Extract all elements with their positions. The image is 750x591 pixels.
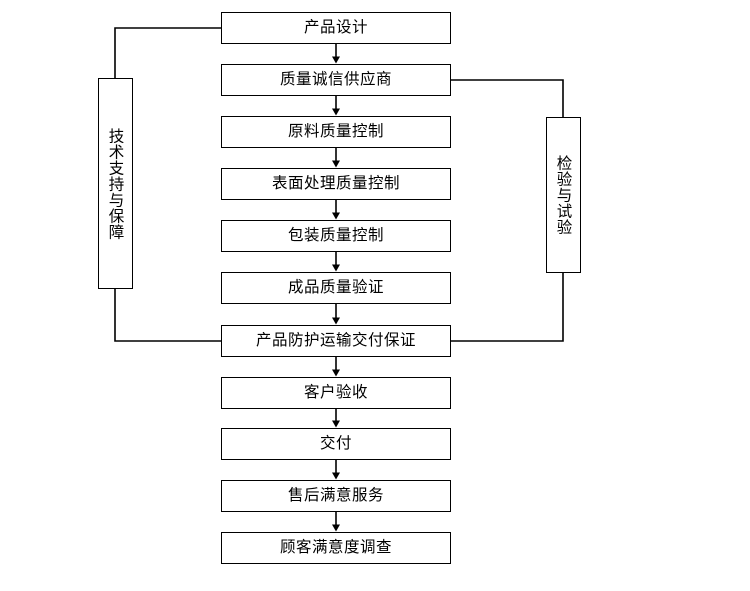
node-label: 客户验收 (303, 383, 368, 402)
node-inspection-test[interactable]: 检验与试验 (546, 117, 581, 273)
node-satisfaction-survey[interactable]: 顾客满意度调查 (221, 532, 451, 564)
node-label: 产品设计 (303, 18, 368, 37)
node-surface-treatment-control[interactable]: 表面处理质量控制 (221, 168, 451, 200)
node-delivery[interactable]: 交付 (221, 428, 451, 460)
connector-inspection-test-to-protection-delivery (451, 273, 564, 342)
node-technical-support[interactable]: 技术支持与保障 (98, 78, 133, 289)
node-product-design[interactable]: 产品设计 (221, 12, 451, 44)
connector-quality-supplier-to-inspection-test (451, 79, 564, 117)
node-label: 成品质量验证 (287, 278, 384, 297)
node-label: 原料质量控制 (287, 122, 384, 141)
node-label: 产品防护运输交付保证 (255, 331, 416, 350)
node-protection-delivery[interactable]: 产品防护运输交付保证 (221, 325, 451, 357)
connector-technical-support-to-protection-delivery (114, 289, 221, 342)
connector-product-design-to-technical-support (114, 27, 221, 78)
node-label: 检验与试验 (554, 155, 573, 235)
node-label: 交付 (319, 434, 352, 453)
node-finished-verification[interactable]: 成品质量验证 (221, 272, 451, 304)
node-packaging-control[interactable]: 包装质量控制 (221, 220, 451, 252)
node-label: 售后满意服务 (287, 486, 384, 505)
node-label: 包装质量控制 (287, 226, 384, 245)
node-customer-acceptance[interactable]: 客户验收 (221, 377, 451, 409)
node-label: 顾客满意度调查 (279, 538, 392, 557)
node-label: 表面处理质量控制 (271, 174, 400, 193)
node-label: 质量诚信供应商 (279, 70, 392, 89)
node-label: 技术支持与保障 (106, 127, 125, 240)
node-raw-material-control[interactable]: 原料质量控制 (221, 116, 451, 148)
node-after-sales-service[interactable]: 售后满意服务 (221, 480, 451, 512)
node-quality-supplier[interactable]: 质量诚信供应商 (221, 64, 451, 96)
